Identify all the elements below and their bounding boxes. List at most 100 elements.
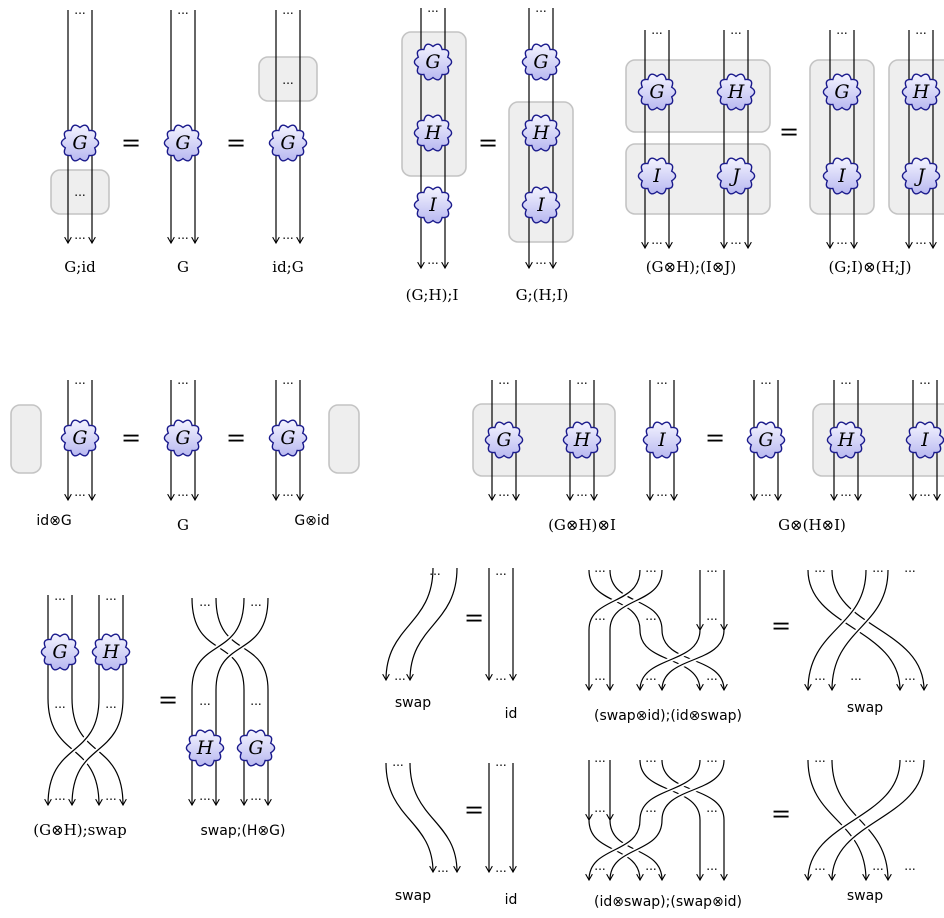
generator-i: I [905,421,944,459]
generator-g: G [40,633,80,671]
equation-label: (id⊗swap);(swap⊗id) [594,894,742,910]
equation-label: swap [847,700,883,716]
ellipsis: ... [535,253,546,267]
ellipsis: ... [250,789,261,803]
generator-label: G [280,132,295,154]
generator-label: H [196,737,214,759]
ellipsis: ... [429,564,440,578]
ellipsis: ... [872,859,883,873]
generator-i: I [637,157,677,195]
equals-sign: = [464,604,484,632]
generator-label: G [175,427,190,449]
generator-j: J [716,157,756,195]
ellipsis: ... [706,801,717,815]
ellipsis: ... [54,789,65,803]
generator-label: I [652,165,661,187]
grouping-box [258,56,318,102]
ellipsis: ... [840,485,851,499]
equals-sign: = [779,118,799,146]
equation-label: swap [395,695,431,711]
wire [385,762,437,874]
generator-g: G [60,124,100,162]
wire [68,697,124,807]
ellipsis: ... [656,373,667,387]
equals-sign: = [464,796,484,824]
equation-label: id;G [272,258,303,276]
ellipsis: ... [177,485,188,499]
ellipsis: ... [706,751,717,765]
ellipsis: ... [437,861,448,875]
ellipsis: ... [706,859,717,873]
equals-sign: = [478,129,498,157]
generator-g: G [60,419,100,457]
generator-label: G [175,132,190,154]
equation-label: G [177,258,189,276]
ellipsis: ... [594,609,605,623]
wire [831,569,928,692]
wire [804,759,901,882]
ellipsis: ... [199,595,210,609]
wire [409,762,461,874]
wire [807,759,870,882]
equation-label: id [505,706,518,722]
ellipsis: ... [105,697,116,711]
ellipsis: ... [840,373,851,387]
generator-i: I [413,186,453,224]
ellipsis: ... [651,23,662,37]
equation-label: G⊗id [294,513,329,529]
generator-h: H [716,73,756,111]
equation-label: G;(H;I) [516,286,569,304]
wire [636,629,701,692]
generator-label: G [533,51,548,73]
generator-g: G [163,124,203,162]
wire [828,759,925,882]
ellipsis: ... [706,609,717,623]
ellipsis: ... [850,669,861,683]
ellipsis: ... [706,561,717,575]
generator-label: G [52,641,67,663]
ellipsis: ... [872,561,883,575]
ellipsis: ... [904,751,915,765]
ellipsis: ... [250,595,261,609]
ellipsis: ... [282,73,293,87]
generator-g: G [637,73,677,111]
ellipsis: ... [814,751,825,765]
equals-sign: = [121,424,141,452]
generator-label: G [280,427,295,449]
wire [382,567,434,682]
ellipsis: ... [74,185,85,199]
generator-label: I [837,165,846,187]
generator-g: G [268,124,308,162]
equation-label: (G⊗H);(I⊗J) [646,258,737,276]
generator-i: I [521,186,561,224]
ellipsis: ... [814,561,825,575]
ellipsis: ... [105,789,116,803]
ellipsis: ... [915,233,926,247]
equation-label: swap [395,888,431,904]
generator-label: G [649,81,664,103]
wire [639,759,701,821]
wire [588,569,641,631]
generator-label: H [532,122,550,144]
generator-g: G [521,43,561,81]
ellipsis: ... [645,751,656,765]
ellipsis: ... [645,561,656,575]
ellipsis: ... [74,3,85,17]
ellipsis: ... [651,233,662,247]
ellipsis: ... [282,485,293,499]
ellipsis: ... [177,3,188,17]
generator-label: H [912,81,930,103]
wire [585,819,641,882]
generator-g: G [236,729,276,767]
ellipsis: ... [54,697,65,711]
generator-h: H [562,421,602,459]
generator-label: G [425,51,440,73]
equals-sign: = [226,129,246,157]
generator-label: G [248,737,263,759]
ellipsis: ... [105,589,116,603]
wire [44,697,100,807]
ellipsis: ... [904,561,915,575]
ellipsis: ... [427,253,438,267]
